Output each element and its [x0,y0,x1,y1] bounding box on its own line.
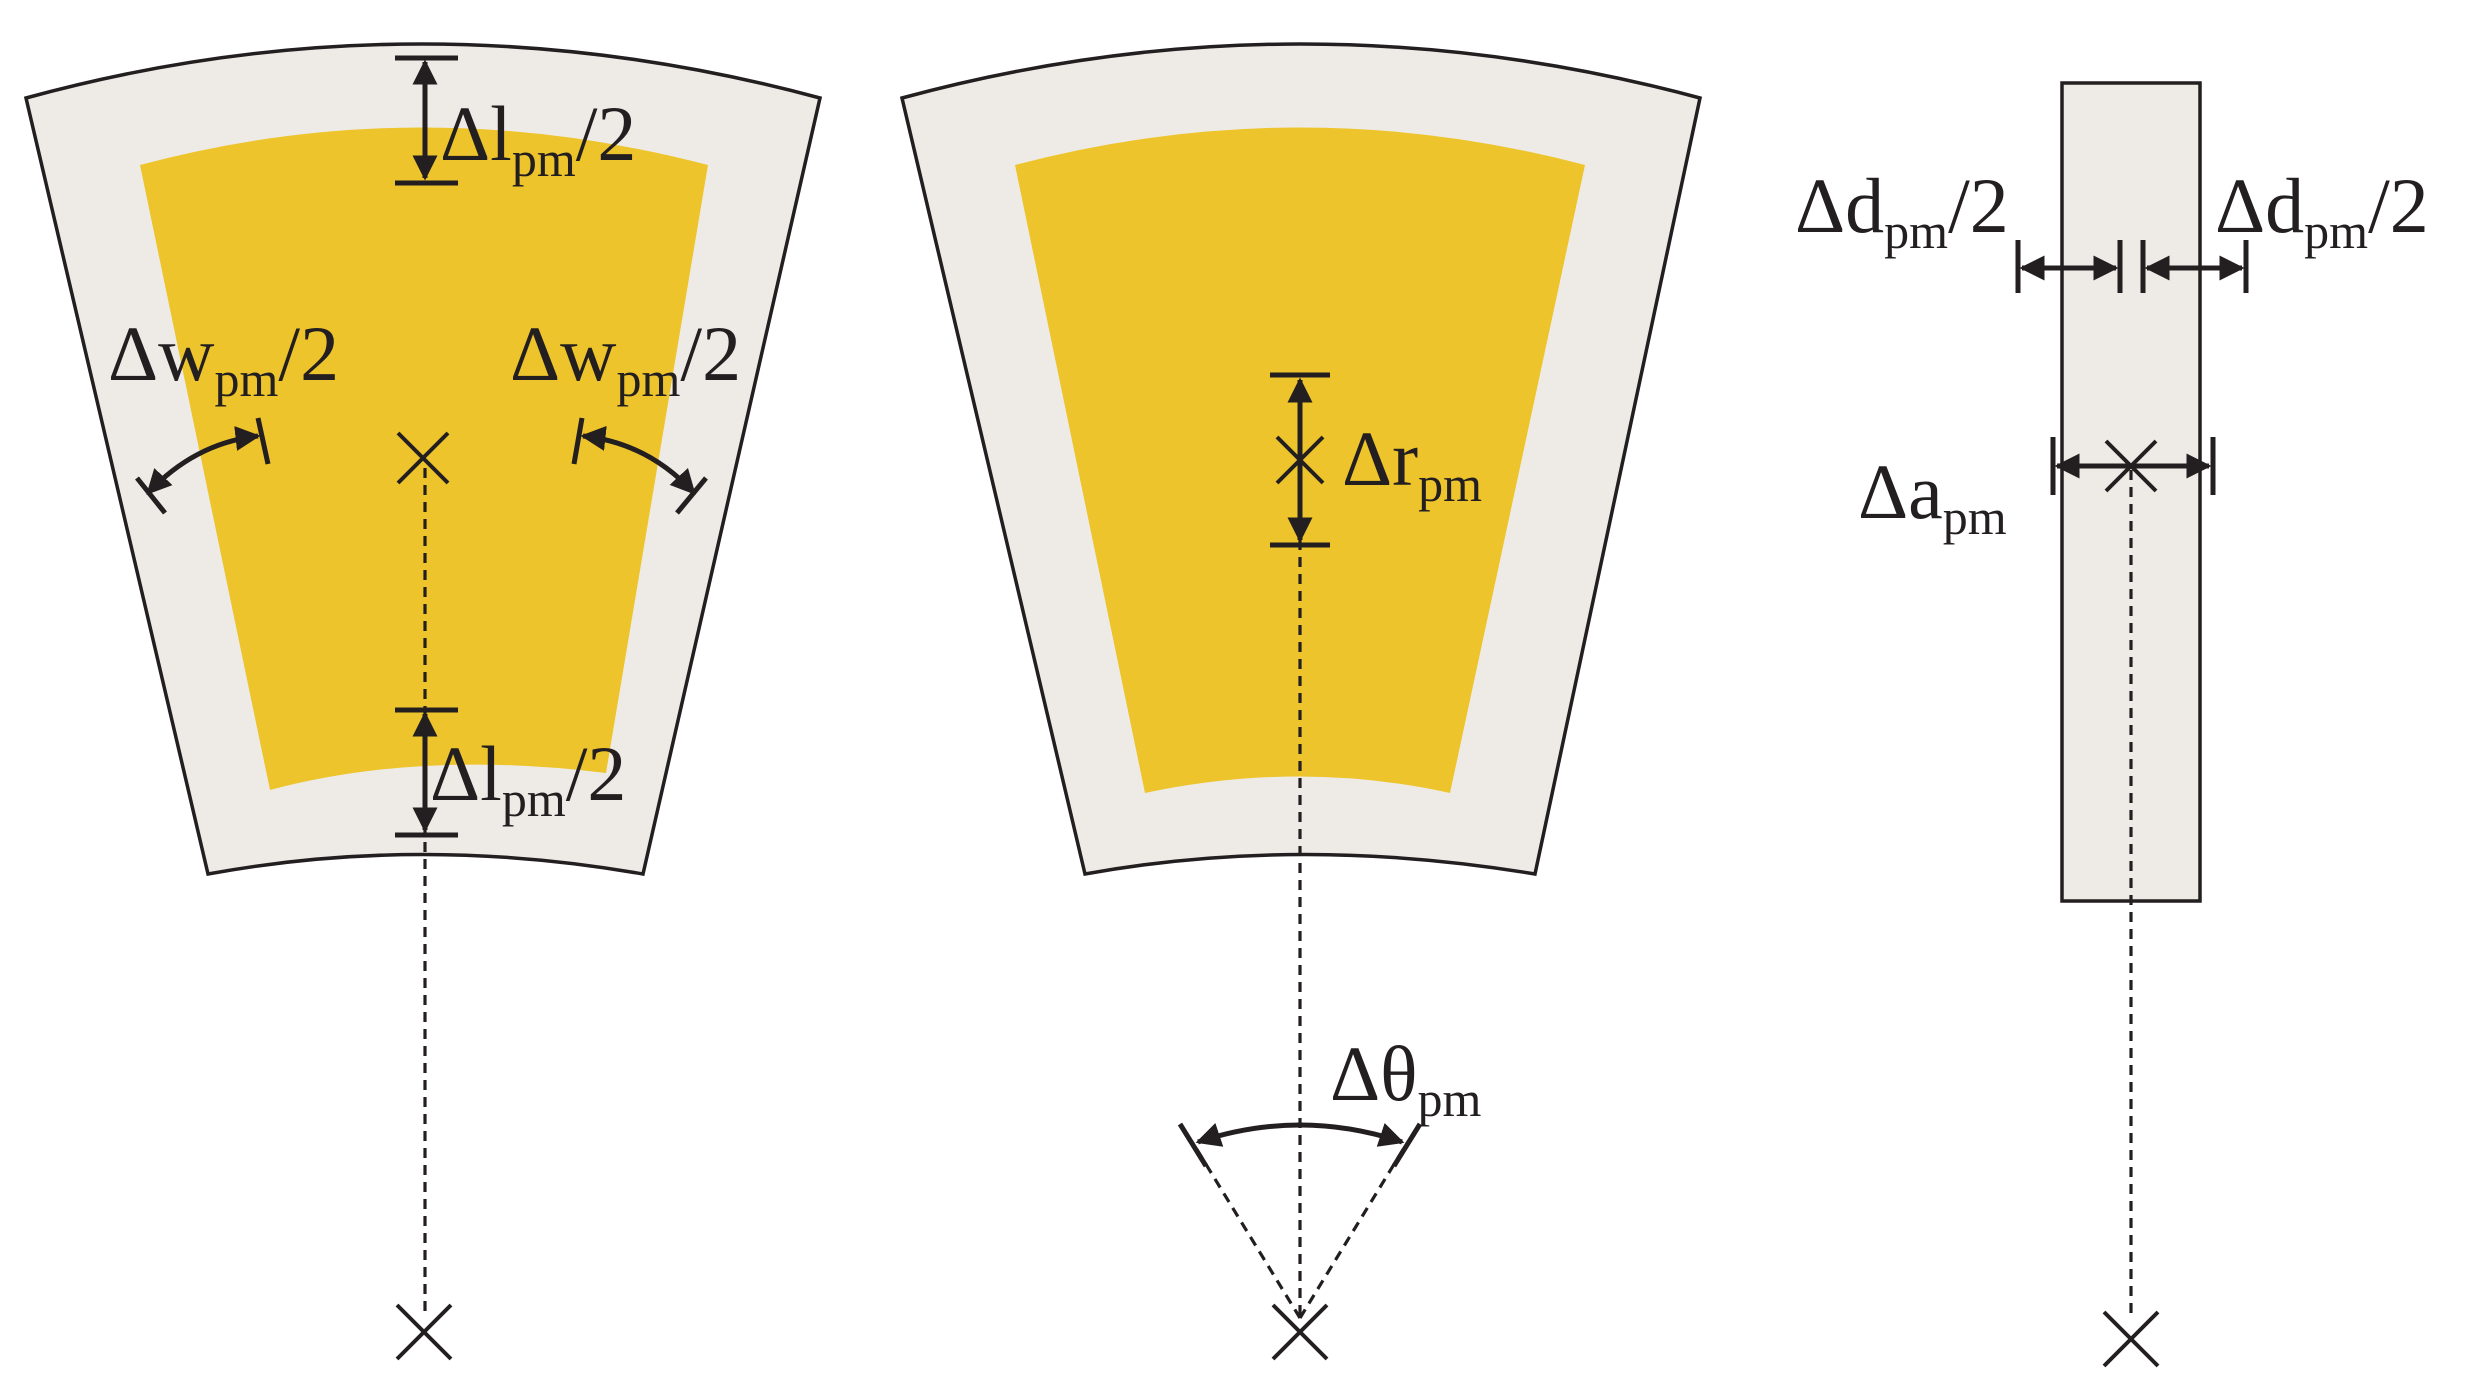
angle-ray-right [1298,1147,1406,1319]
panel-length-width: Δlpm/2 Δlpm/2 Δwpm/2 Δwpm/2 [23,42,823,1361]
origin-cross-1 [395,1303,453,1361]
angle-ray-left [1194,1147,1302,1319]
dim-length-top [395,55,458,186]
dim-thickness-left [2015,240,2123,293]
label-da: Δapm [1858,448,2007,545]
dim-axial [2050,437,2216,495]
dim-angular [1177,1122,1423,1168]
label-dr: Δrpm [1342,415,1482,512]
label-dd-right: Δdpm/2 [2215,162,2429,259]
dim-width-left [135,417,271,515]
panel-radial-angular: Δrpm Δθpm [899,42,1703,1361]
dim-thickness-right [2140,240,2249,293]
label-dl-bottom: Δlpm/2 [430,730,626,827]
panel-axial-thickness: Δdpm/2 Δdpm/2 Δapm [1795,81,2429,1368]
dim-width-right [571,417,708,515]
label-dl-top: Δlpm/2 [440,90,636,187]
origin-cross-2 [1271,1303,1329,1361]
magnet-center-cross-1 [396,431,450,485]
dim-radial [1270,372,1330,548]
label-dd-left: Δdpm/2 [1795,162,2009,259]
label-dw-left: Δwpm/2 [108,310,339,407]
dim-length-bottom [395,707,458,838]
origin-cross-3 [2102,1310,2160,1368]
label-dtheta: Δθpm [1330,1030,1482,1127]
label-dw-right: Δwpm/2 [510,310,741,407]
